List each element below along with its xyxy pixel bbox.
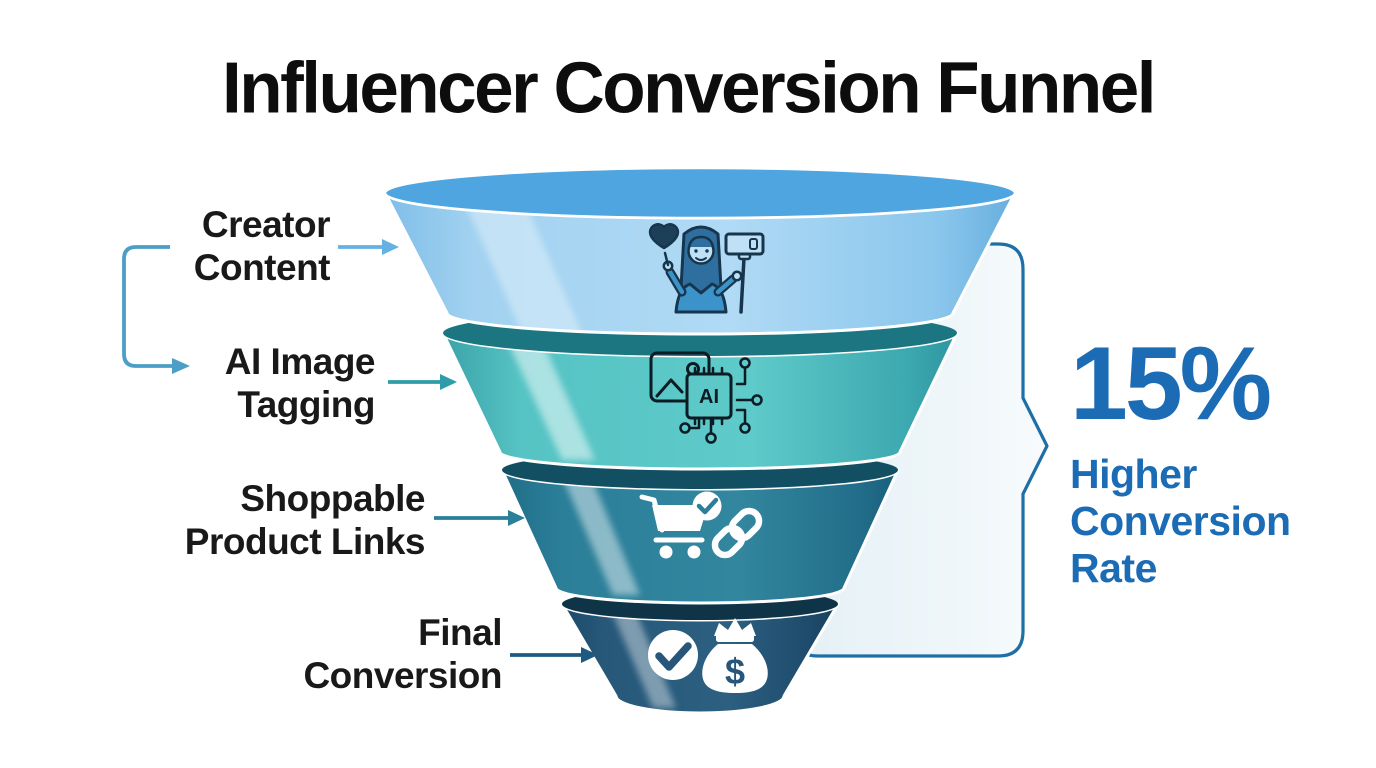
money-symbol: $: [725, 651, 745, 692]
stage-label-line: Conversion: [303, 655, 502, 696]
stage-label-line: Content: [193, 247, 331, 288]
page-title: Influencer Conversion Funnel: [221, 48, 1157, 129]
stage-label-line: Final: [418, 612, 502, 653]
ai-image-tagging-icon: AI: [649, 351, 763, 444]
stage1-rim: [383, 166, 1017, 220]
stat-label-line: Conversion: [1070, 498, 1291, 544]
stage-label-line: Product Links: [184, 521, 426, 562]
stat-value: 15%: [1070, 326, 1272, 442]
stage-label-line: Tagging: [237, 384, 375, 425]
arrow-final-conversion: [510, 647, 598, 663]
stage-label-line: Creator: [201, 204, 331, 245]
funnel-stage-final-conversion: [560, 588, 840, 715]
arrow-creator-content: [338, 239, 399, 255]
conversion-stat-callout: 15% Higher Conversion Rate: [1070, 332, 1291, 592]
stage-label-line: AI Image: [224, 341, 376, 382]
final-conversion-money-icon: $: [648, 618, 768, 693]
arrow-shoppable-links: [434, 510, 525, 526]
stage-label-shoppable-product-links: Shoppable Product Links: [184, 477, 426, 563]
creator-selfie-icon: [648, 223, 765, 314]
ai-chip-label: AI: [699, 386, 719, 408]
arrow-ai-tagging: [388, 374, 457, 390]
stage-label-final-conversion: Final Conversion: [303, 611, 502, 697]
shoppable-cart-link-icon: [639, 491, 763, 559]
stage-label-creator-content: Creator Content: [193, 203, 331, 289]
creator-to-ai-connector-arrow: [122, 245, 190, 374]
stat-label: Higher Conversion Rate: [1070, 451, 1291, 592]
stat-label-line: Higher: [1070, 451, 1197, 497]
stage-label-ai-image-tagging: AI Image Tagging: [224, 340, 376, 426]
stage-label-line: Shoppable: [240, 478, 425, 519]
stat-label-line: Rate: [1070, 545, 1157, 591]
